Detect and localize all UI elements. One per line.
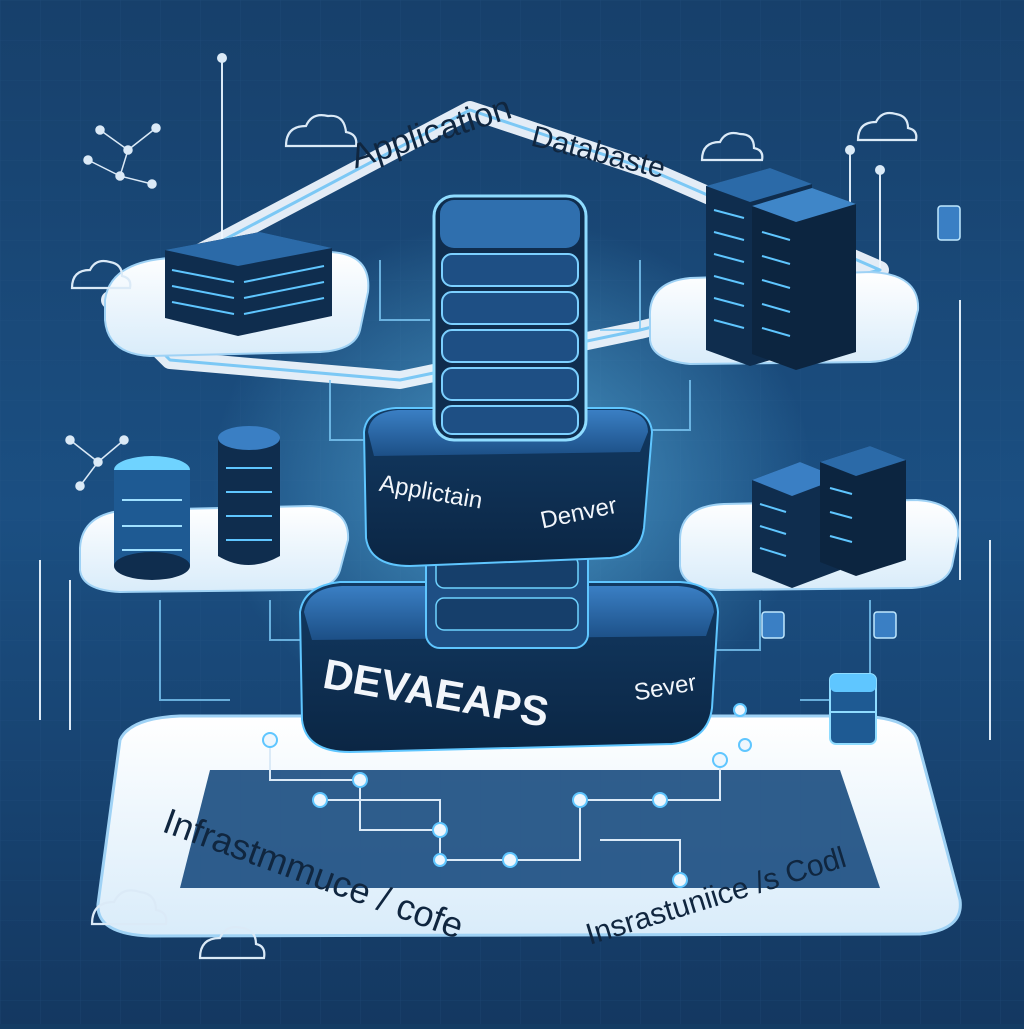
top-platform-frame xyxy=(101,101,889,389)
database-tower xyxy=(432,194,588,442)
server-rack-icon xyxy=(165,232,332,336)
database-stack-icon xyxy=(218,426,280,565)
storage-cube-icon xyxy=(829,673,877,745)
cloud-icon xyxy=(198,926,266,960)
network-node-icon xyxy=(262,703,752,888)
server-stack-middle xyxy=(425,539,589,649)
database-stack-icon xyxy=(114,456,190,580)
cloud-icon xyxy=(70,259,132,290)
cloud-icon xyxy=(700,131,764,162)
decorative-pins xyxy=(39,53,991,740)
server-rack-icon xyxy=(752,446,906,588)
cloud-icon xyxy=(90,889,168,926)
cloud-icon xyxy=(284,114,358,148)
cloud-icon xyxy=(856,111,918,142)
devops-server-block xyxy=(298,581,720,754)
network-constellation xyxy=(65,123,161,491)
server-rack-icon xyxy=(706,168,856,370)
storage-cube-icon xyxy=(761,205,961,639)
